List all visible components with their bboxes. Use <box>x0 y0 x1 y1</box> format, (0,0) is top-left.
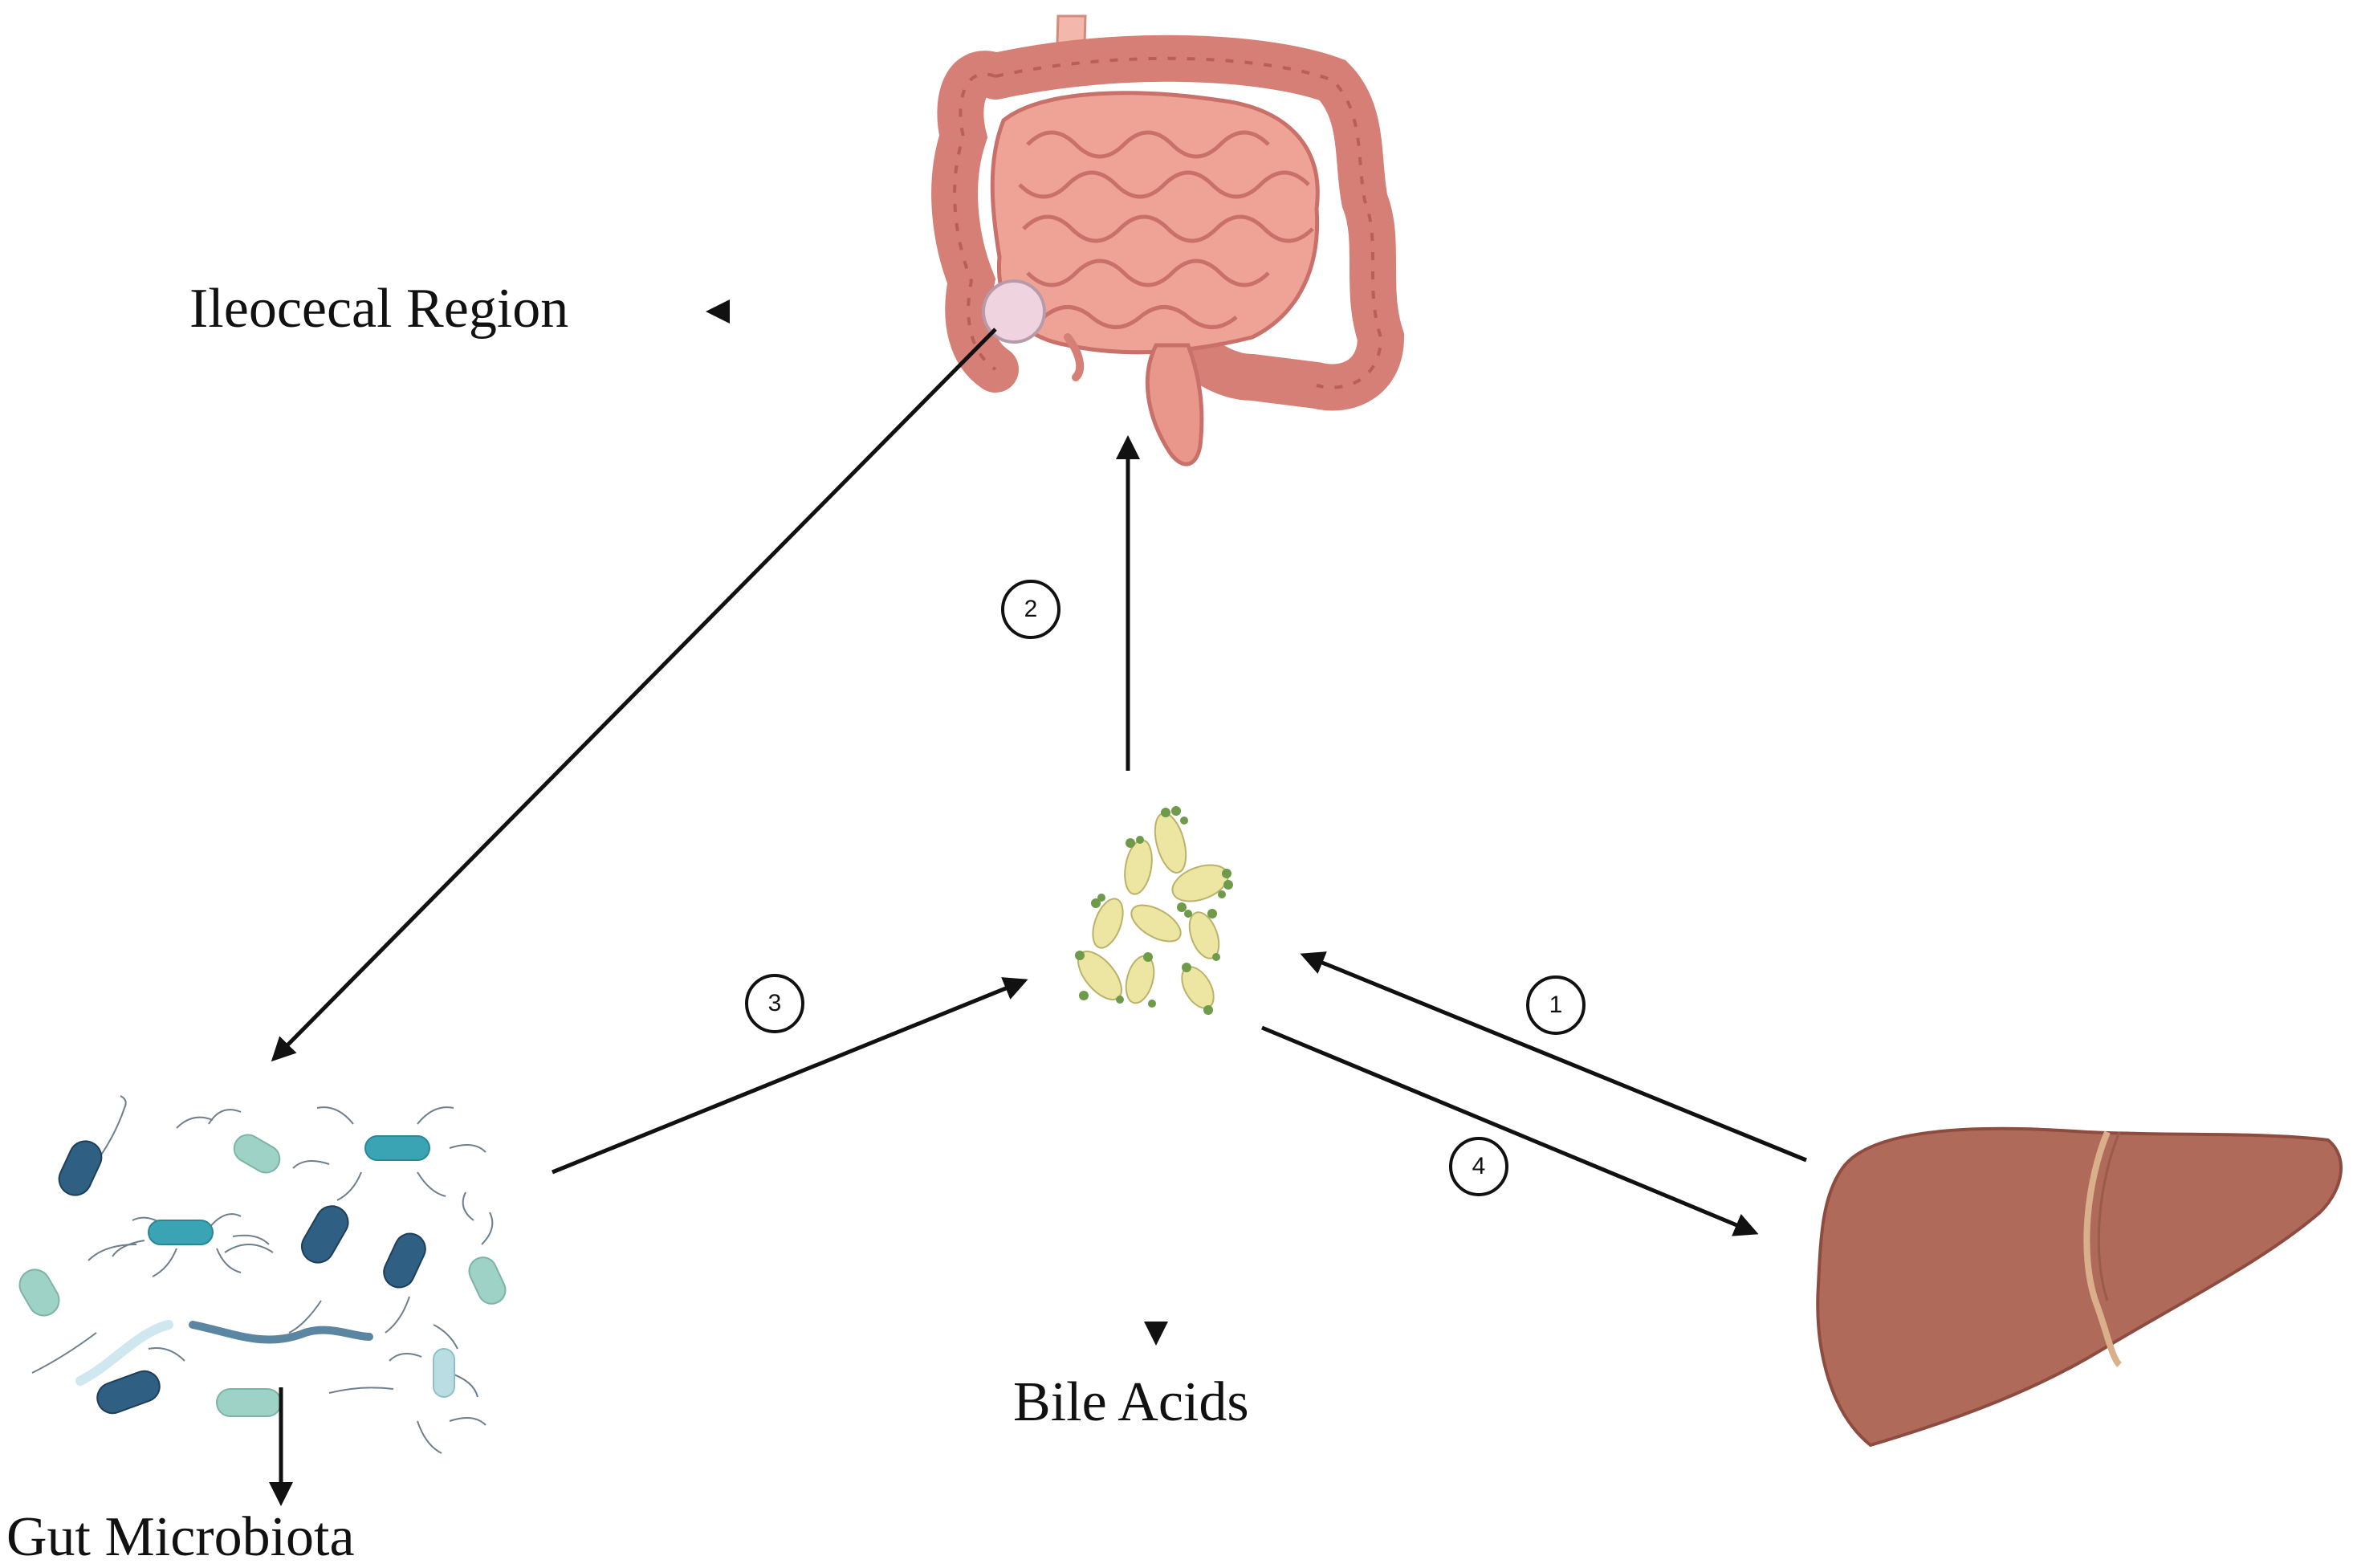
label-bile-acids: Bile Acids <box>1013 1371 1249 1433</box>
gut-bacteria-icon <box>18 1095 507 1454</box>
arrow-ileocecal-to-microbiota <box>271 328 997 1062</box>
intestine-icon <box>931 14 1405 466</box>
arrows <box>269 299 1807 1506</box>
label-gut-microbiota: Gut Microbiota <box>6 1506 355 1568</box>
step-badge-4: 4 <box>1449 1137 1508 1196</box>
arrow-step-3 <box>552 977 1028 1175</box>
arrow-step-4 <box>1261 1025 1759 1236</box>
bile-acid-molecules-icon <box>1075 806 1233 1015</box>
step-badge-1: 1 <box>1526 975 1586 1035</box>
arrow-step-1 <box>1300 951 1807 1163</box>
label-ileocecal-region: Ileocecal Region <box>189 278 569 340</box>
step-badge-3: 3 <box>745 974 804 1033</box>
liver-icon <box>1816 1126 2343 1448</box>
step-badge-2: 2 <box>1001 580 1060 639</box>
